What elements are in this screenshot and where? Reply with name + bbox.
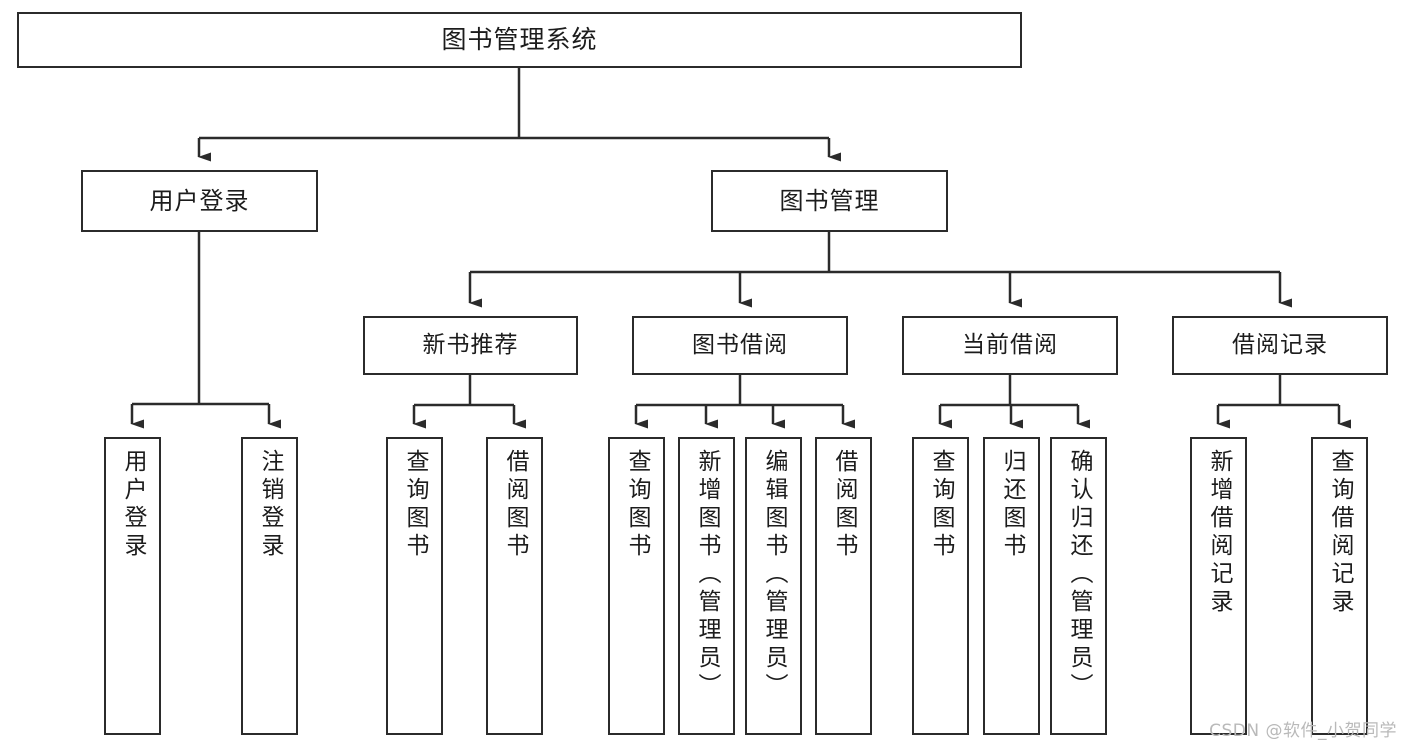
node-label: 确认归还（管理员）: [1066, 449, 1092, 701]
node-leaf-leaf-borrow-book-2[interactable]: 借阅图书: [815, 437, 872, 735]
node-label: 注销登录: [257, 449, 283, 561]
node-leaf-leaf-user-logout[interactable]: 注销登录: [241, 437, 298, 735]
node-leaf-leaf-confirm-return[interactable]: 确认归还（管理员）: [1050, 437, 1107, 735]
node-label: 图书借阅: [692, 331, 788, 358]
node-l2-book-manage[interactable]: 图书管理: [711, 170, 948, 232]
node-label: 当前借阅: [962, 331, 1058, 358]
node-leaf-leaf-query-borrow-record[interactable]: 查询借阅记录: [1311, 437, 1368, 735]
node-label: 借阅记录: [1232, 331, 1328, 358]
node-leaf-leaf-query-book-1[interactable]: 查询图书: [386, 437, 443, 735]
node-label: 用户登录: [149, 186, 250, 215]
node-leaf-leaf-query-book-3[interactable]: 查询图书: [912, 437, 969, 735]
node-label: 归还图书: [999, 449, 1025, 561]
watermark: CSDN @软件_小贺同学: [1209, 721, 1397, 741]
node-label: 编辑图书（管理员）: [761, 449, 787, 701]
node-label: 借阅图书: [502, 449, 528, 561]
node-l3-borrow-record[interactable]: 借阅记录: [1172, 316, 1388, 375]
node-label: 查询借阅记录: [1327, 449, 1353, 617]
node-label: 查询图书: [624, 449, 650, 561]
node-root-system[interactable]: 图书管理系统: [17, 12, 1022, 68]
node-label: 借阅图书: [831, 449, 857, 561]
node-label: 查询图书: [928, 449, 954, 561]
node-label: 查询图书: [402, 449, 428, 561]
node-label: 用户登录: [120, 449, 146, 561]
node-leaf-leaf-add-borrow-record[interactable]: 新增借阅记录: [1190, 437, 1247, 735]
node-label: 图书管理: [779, 186, 880, 215]
node-leaf-leaf-user-login[interactable]: 用户登录: [104, 437, 161, 735]
node-l3-book-borrow[interactable]: 图书借阅: [632, 316, 848, 375]
node-leaf-leaf-return-book[interactable]: 归还图书: [983, 437, 1040, 735]
node-label: 图书管理系统: [441, 25, 598, 55]
node-label: 新增借阅记录: [1206, 449, 1232, 617]
node-leaf-leaf-edit-book-admin[interactable]: 编辑图书（管理员）: [745, 437, 802, 735]
node-label: 新增图书（管理员）: [694, 449, 720, 701]
node-leaf-leaf-query-book-2[interactable]: 查询图书: [608, 437, 665, 735]
node-label: 新书推荐: [422, 331, 519, 358]
node-l2-user-login[interactable]: 用户登录: [81, 170, 318, 232]
node-leaf-leaf-add-book-admin[interactable]: 新增图书（管理员）: [678, 437, 735, 735]
node-leaf-leaf-borrow-book-1[interactable]: 借阅图书: [486, 437, 543, 735]
node-l3-new-book-recommend[interactable]: 新书推荐: [363, 316, 578, 375]
node-l3-current-borrow[interactable]: 当前借阅: [902, 316, 1118, 375]
